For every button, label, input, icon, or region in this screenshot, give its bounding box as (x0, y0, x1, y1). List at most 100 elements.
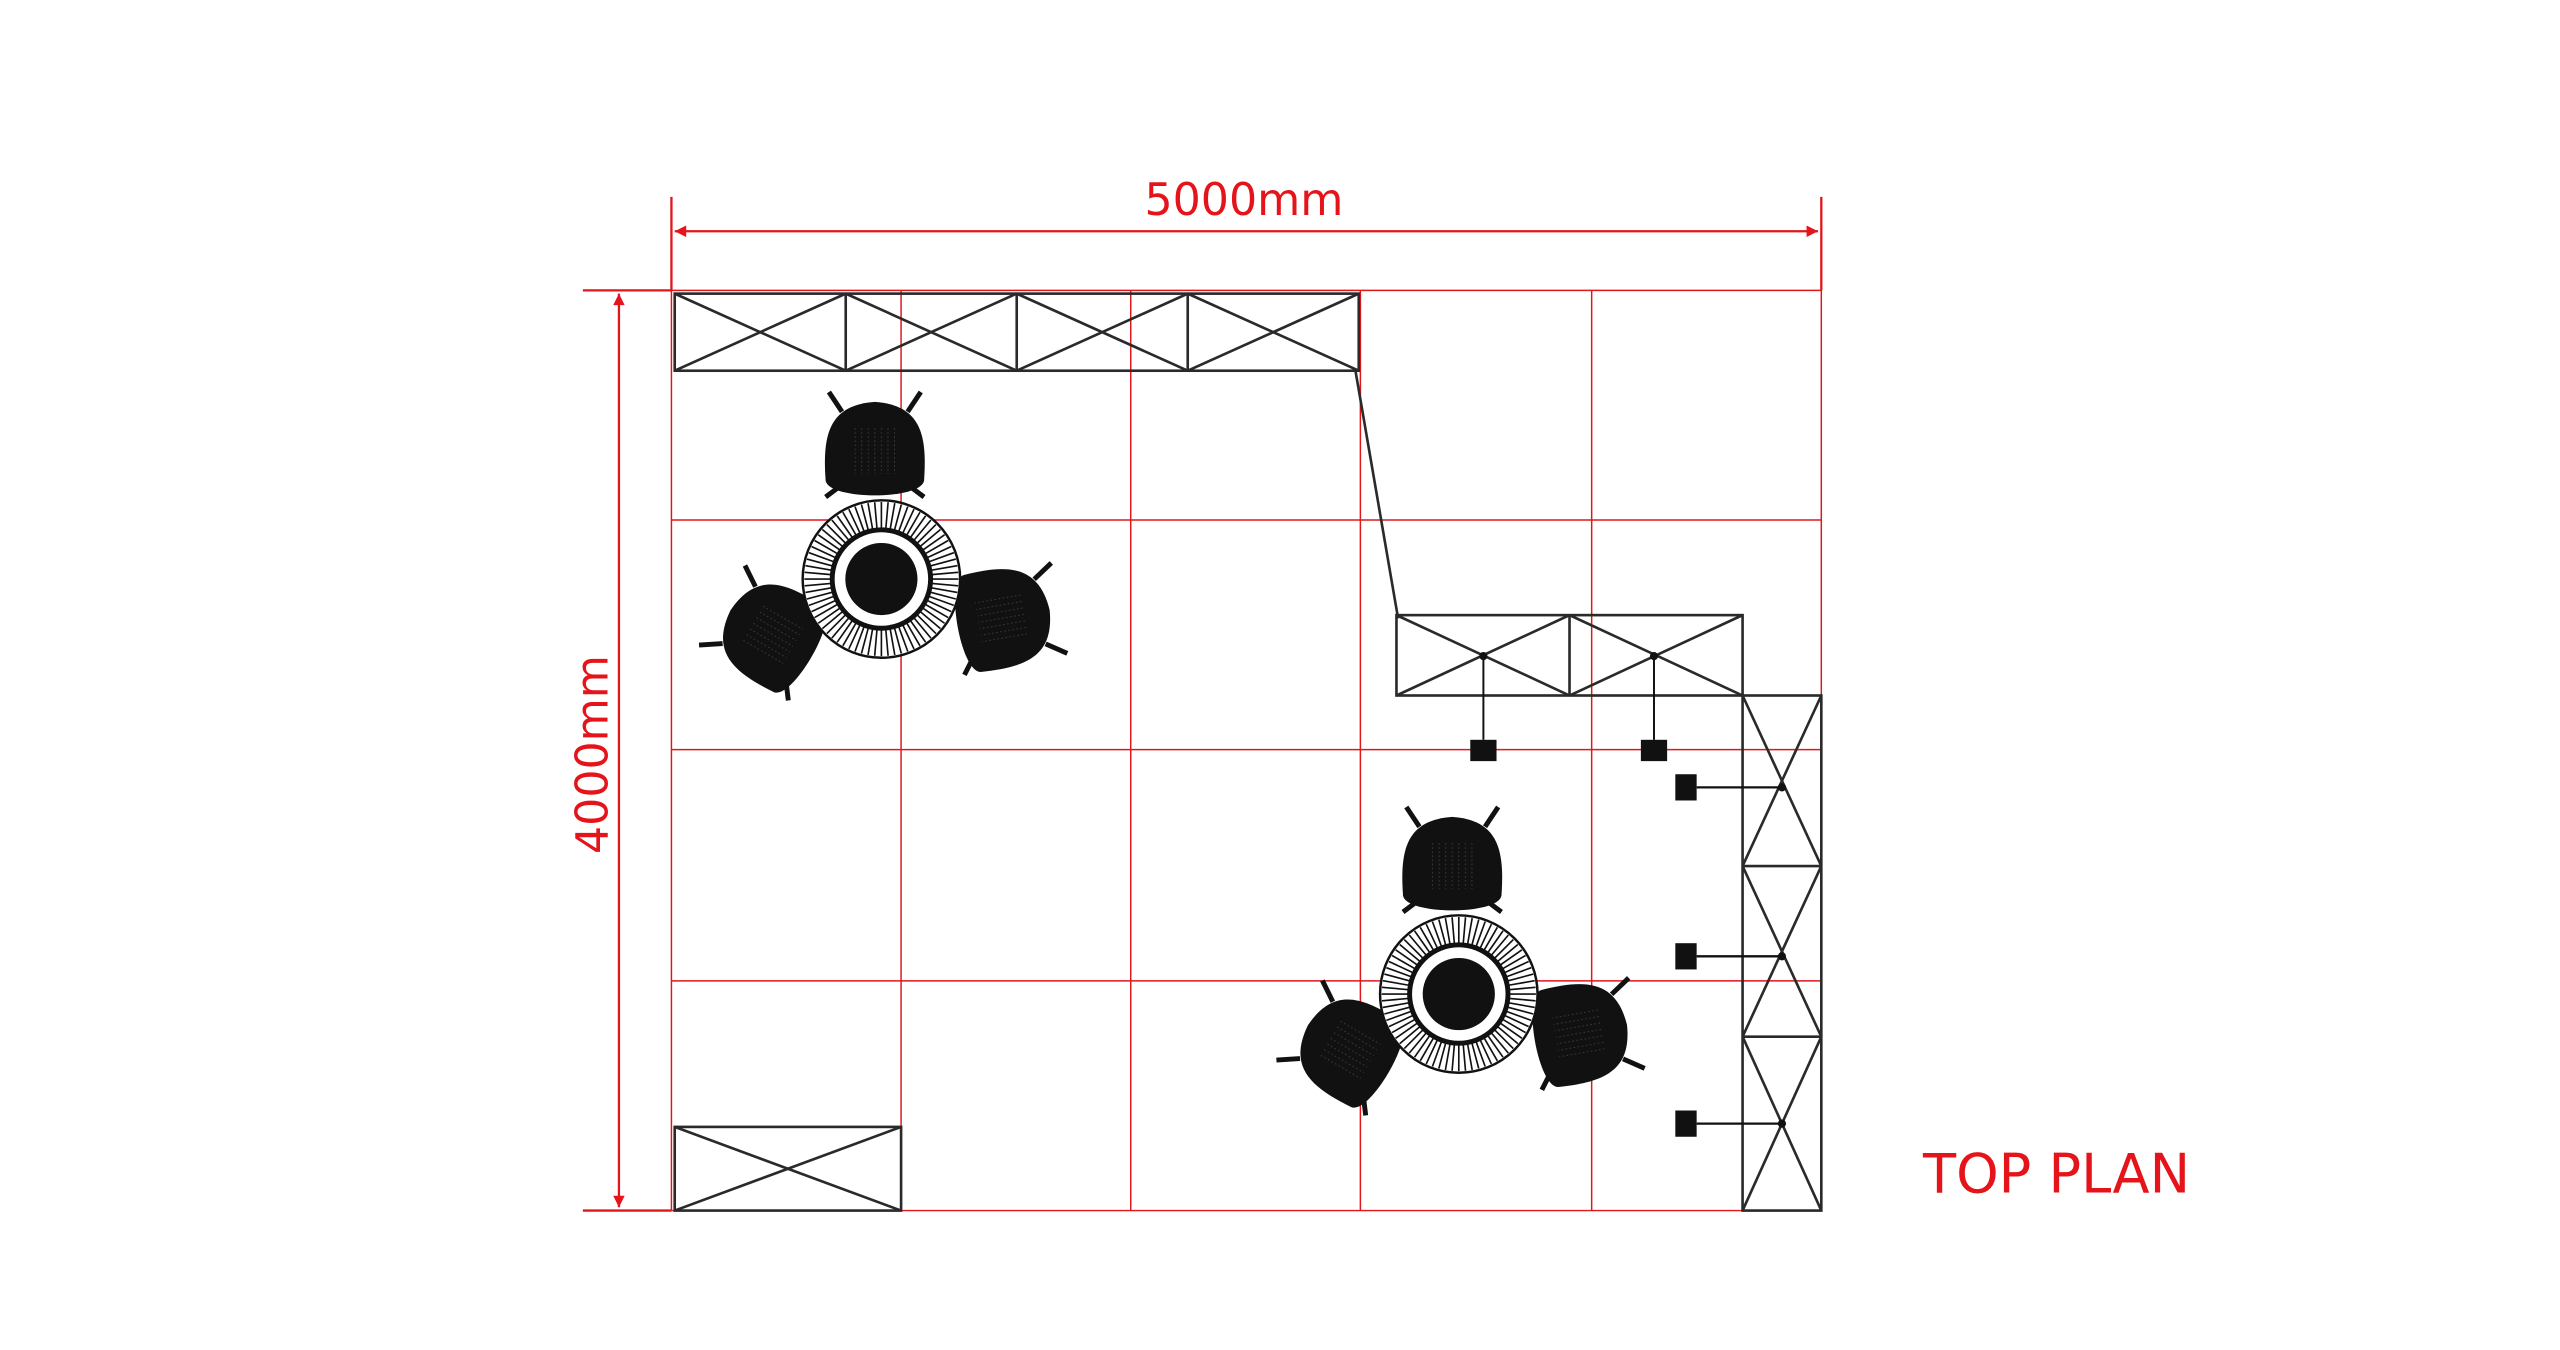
table-spoke (1495, 943, 1519, 964)
table-spoke (930, 582, 959, 587)
spotlight (1675, 1110, 1787, 1137)
table-spoke (873, 502, 878, 531)
table-spoke (1507, 1001, 1535, 1009)
table-spoke (1395, 1021, 1419, 1039)
middle-truss (1395, 613, 1744, 697)
table-spoke (1451, 1042, 1456, 1071)
table-spoke (930, 571, 959, 576)
table-spoke (1444, 917, 1452, 946)
table-ring (1407, 942, 1511, 1046)
chair-leg (1320, 979, 1336, 1003)
chair-leg (1032, 561, 1054, 582)
table-spoke (908, 618, 927, 643)
table-spoke (842, 511, 858, 537)
table-spoke (897, 506, 909, 534)
spotlight-mount (1479, 652, 1488, 661)
chair-leg (905, 390, 923, 414)
chair-leg (742, 564, 758, 588)
width-dimension-label: 5000mm (1144, 175, 1343, 226)
chair-texture (1320, 1054, 1361, 1079)
table-spoke (1504, 1010, 1532, 1022)
truss-brace (845, 292, 1018, 372)
table-spoke (814, 539, 840, 556)
table-spoke (1431, 1040, 1443, 1067)
table-spoke (1462, 1042, 1467, 1071)
spotlight (1640, 652, 1668, 762)
table-spoke (1381, 997, 1410, 1002)
spotlight-mount (1777, 1119, 1787, 1128)
table-spoke (811, 599, 838, 613)
spotlight-head (1675, 774, 1697, 801)
table-spoke (1466, 1042, 1473, 1071)
table-spoke (817, 534, 842, 552)
table-spoke (918, 528, 941, 549)
table-spoke (1493, 938, 1514, 960)
table-spoke (1507, 986, 1536, 991)
table-spoke (893, 626, 903, 654)
table-spoke (1501, 1017, 1526, 1034)
chair-texture (1559, 1048, 1605, 1058)
spotlight (1675, 774, 1787, 801)
table-spoke (854, 625, 866, 652)
spotlight-head (1470, 739, 1497, 762)
table-ring (829, 527, 934, 631)
spotlights (1470, 652, 1787, 1137)
table-spoke (831, 616, 851, 639)
table-spoke (923, 539, 949, 556)
chair-texture (756, 617, 797, 642)
round-table (801, 499, 962, 660)
table-spoke (1408, 934, 1428, 957)
table-spoke (1408, 1031, 1428, 1054)
corner-truss (673, 1125, 903, 1212)
chair-texture (977, 607, 1023, 617)
table-spoke (1506, 1005, 1534, 1015)
chair-texture (1556, 1035, 1603, 1045)
table-spoke (860, 504, 870, 532)
chair-texture (1552, 1009, 1598, 1019)
table-spoke (927, 551, 955, 563)
table-spoke (1399, 1025, 1422, 1045)
chair-texture (1555, 1028, 1602, 1038)
table-spoke (1413, 1033, 1432, 1058)
table-spoke (1395, 949, 1419, 967)
chair-texture (1327, 1043, 1368, 1068)
table-spoke (889, 627, 896, 656)
table-spoke (912, 519, 932, 542)
table-spoke (1425, 1038, 1439, 1065)
truss-frame (1741, 694, 1823, 1212)
chair-texture (1554, 1022, 1601, 1032)
table-spoke (821, 528, 845, 549)
table-spoke (1384, 973, 1412, 983)
chair-texture (981, 633, 1028, 643)
table-spoke (1382, 1001, 1411, 1009)
chair (945, 561, 1069, 676)
table-spoke (901, 508, 915, 535)
table-center (1422, 957, 1495, 1031)
table-spoke (1413, 930, 1432, 955)
plan-title: TOP PLAN (1922, 1143, 2190, 1206)
table-spoke (1466, 917, 1473, 946)
spotlight-mount (1649, 652, 1659, 661)
table-spoke (1462, 917, 1467, 946)
chair (824, 390, 926, 499)
truss-brace (674, 292, 847, 372)
table-spoke (927, 595, 955, 607)
table-spoke (1503, 960, 1530, 974)
chair-texture (1558, 1041, 1604, 1051)
chair-seat (1532, 984, 1628, 1088)
chair-texture (1553, 1016, 1599, 1025)
table-spoke (915, 613, 937, 635)
table-spoke (1403, 938, 1425, 960)
truss-brace (1741, 694, 1823, 867)
chair-texture (979, 620, 1025, 630)
table-spoke (1504, 966, 1532, 978)
table-spoke (1438, 1041, 1447, 1069)
chair-leg (1276, 1056, 1301, 1063)
table-spoke (1486, 1033, 1504, 1058)
table-spoke (929, 564, 958, 572)
chair-leg (1622, 1056, 1646, 1071)
table-spoke (1474, 921, 1486, 949)
chair-leg (1044, 641, 1069, 656)
table-spoke (1382, 979, 1411, 987)
